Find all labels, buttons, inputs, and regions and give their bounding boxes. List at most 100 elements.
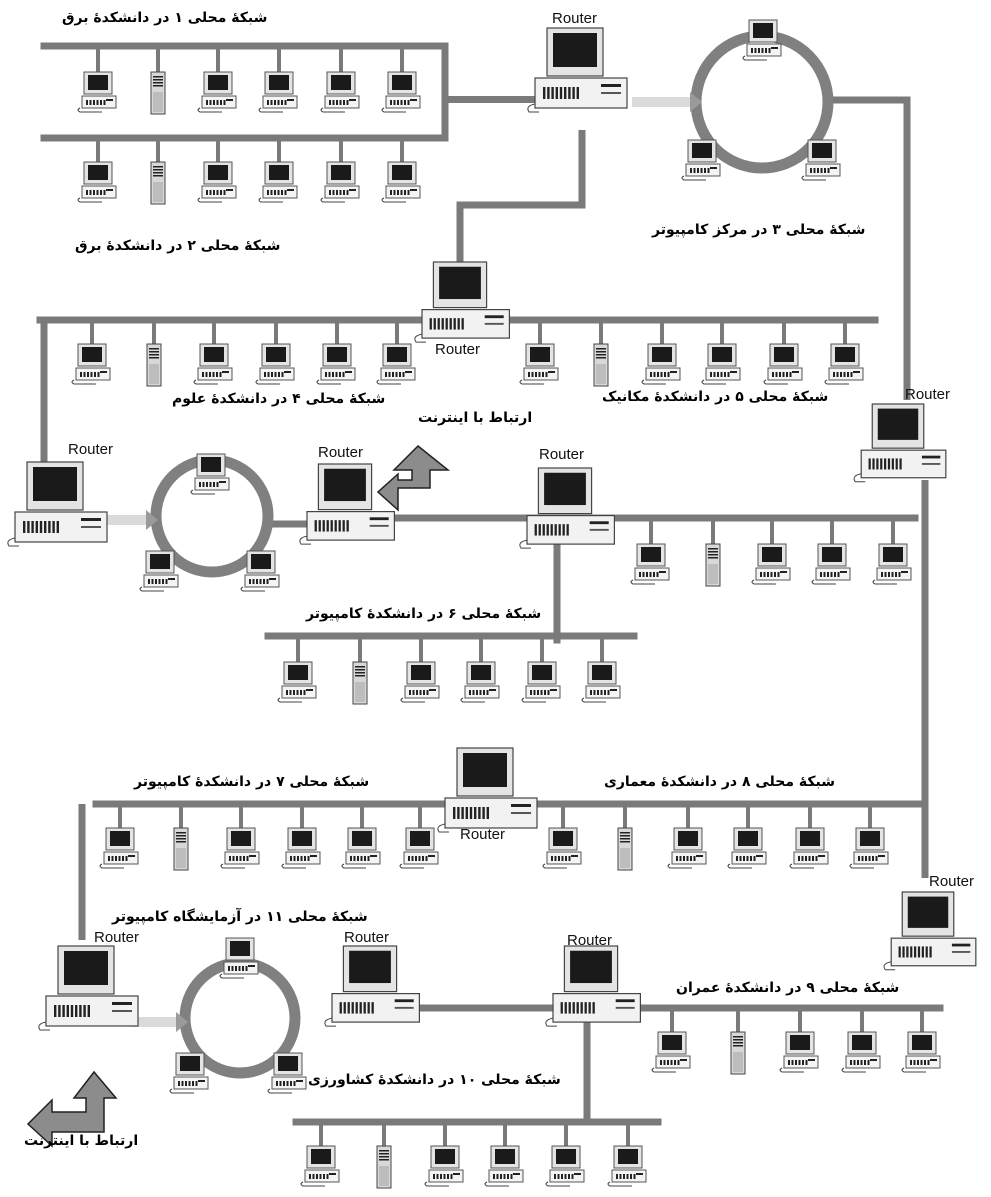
router [7,461,108,547]
router-label: Router [94,929,140,946]
router [853,403,947,483]
workstation [99,827,139,869]
workstation [727,827,767,869]
network-cable [456,130,586,272]
workstation [240,550,280,592]
server [150,161,166,205]
lan10-label: شبکۀ محلی ۱۰ در دانشکدۀ کشاورزی [308,1072,561,1088]
workstation [277,661,317,703]
server [173,827,189,871]
server [146,343,162,387]
workstation [901,1031,941,1073]
workstation [320,71,360,113]
server [730,1031,746,1075]
workstation [219,937,259,979]
flow-arrow [632,92,702,112]
workstation [841,1031,881,1073]
server [352,661,368,705]
lan7-label: شبکۀ محلی ۷ در دانشکدۀ کامپیوتر [134,774,370,790]
workstation [190,453,230,495]
router-label: Router [567,932,613,949]
workstation [281,827,321,869]
lan3-label: شبکۀ محلی ۳ در مرکز کامپیوتر [652,222,866,238]
workstation [581,661,621,703]
workstation [381,161,421,203]
router-label: Router [460,826,506,843]
lan2-label: شبکۀ محلی ۲ در دانشکدۀ برق [75,238,281,254]
workstation [521,661,561,703]
router-label: Router [435,341,481,358]
router [324,945,421,1027]
lan5-label: شبکۀ محلی ۵ در دانشکدۀ مکانیک [602,389,829,405]
router [38,945,139,1031]
workstation [751,543,791,585]
workstation [71,343,111,385]
workstation [255,343,295,385]
workstation [742,19,782,61]
workstation [484,1145,524,1187]
router-label: Router [344,929,390,946]
workstation [381,71,421,113]
workstation [424,1145,464,1187]
router-label: Router [929,873,975,890]
workstation [779,1031,819,1073]
router-label: Router [905,386,951,403]
workstation [849,827,889,869]
router-label: Router [318,444,364,461]
internet-arrow [26,1070,118,1148]
workstation [667,827,707,869]
workstation [197,71,237,113]
workstation [258,71,298,113]
workstation [651,1031,691,1073]
router [527,27,628,113]
workstation [267,1052,307,1094]
router [883,891,977,971]
workstation [811,543,851,585]
workstation [197,161,237,203]
workstation [220,827,260,869]
flow-arrow [105,510,158,530]
workstation [519,343,559,385]
router [299,463,396,545]
workstation [630,543,670,585]
server [705,543,721,587]
workstation [376,343,416,385]
lan11-label: شبکۀ محلی ۱۱ در آزمایشگاه کامپیوتر [112,909,368,925]
workstation [77,71,117,113]
lan8-label: شبکۀ محلی ۸ در دانشکدۀ معماری [604,774,835,790]
internet-arrow [376,444,451,512]
router [519,467,616,549]
server [376,1145,392,1189]
workstation [77,161,117,203]
workstation [400,661,440,703]
workstation [607,1145,647,1187]
workstation [300,1145,340,1187]
lan1-label: شبکۀ محلی ۱ در دانشکدۀ برق [62,10,268,26]
workstation [542,827,582,869]
router [437,747,538,833]
workstation [320,161,360,203]
internet2-label: ارتباط با اینترنت [24,1133,139,1149]
server [593,343,609,387]
workstation [545,1145,585,1187]
router-label: Router [552,10,598,27]
flow-arrow [130,1012,188,1032]
workstation [193,343,233,385]
lan6-label: شبکۀ محلی ۶ در دانشکدۀ کامپیوتر [306,606,542,622]
lan9-label: شبکۀ محلی ۹ در دانشکدۀ عمران [676,980,900,996]
workstation [139,550,179,592]
workstation [169,1052,209,1094]
internet1-label: ارتباط با اینترنت [418,410,533,426]
server [617,827,633,871]
router [414,261,511,343]
workstation [789,827,829,869]
router [545,945,642,1027]
network-cable [825,96,911,400]
workstation [399,827,439,869]
workstation [460,661,500,703]
workstation [681,139,721,181]
router-label: Router [539,446,585,463]
workstation [316,343,356,385]
